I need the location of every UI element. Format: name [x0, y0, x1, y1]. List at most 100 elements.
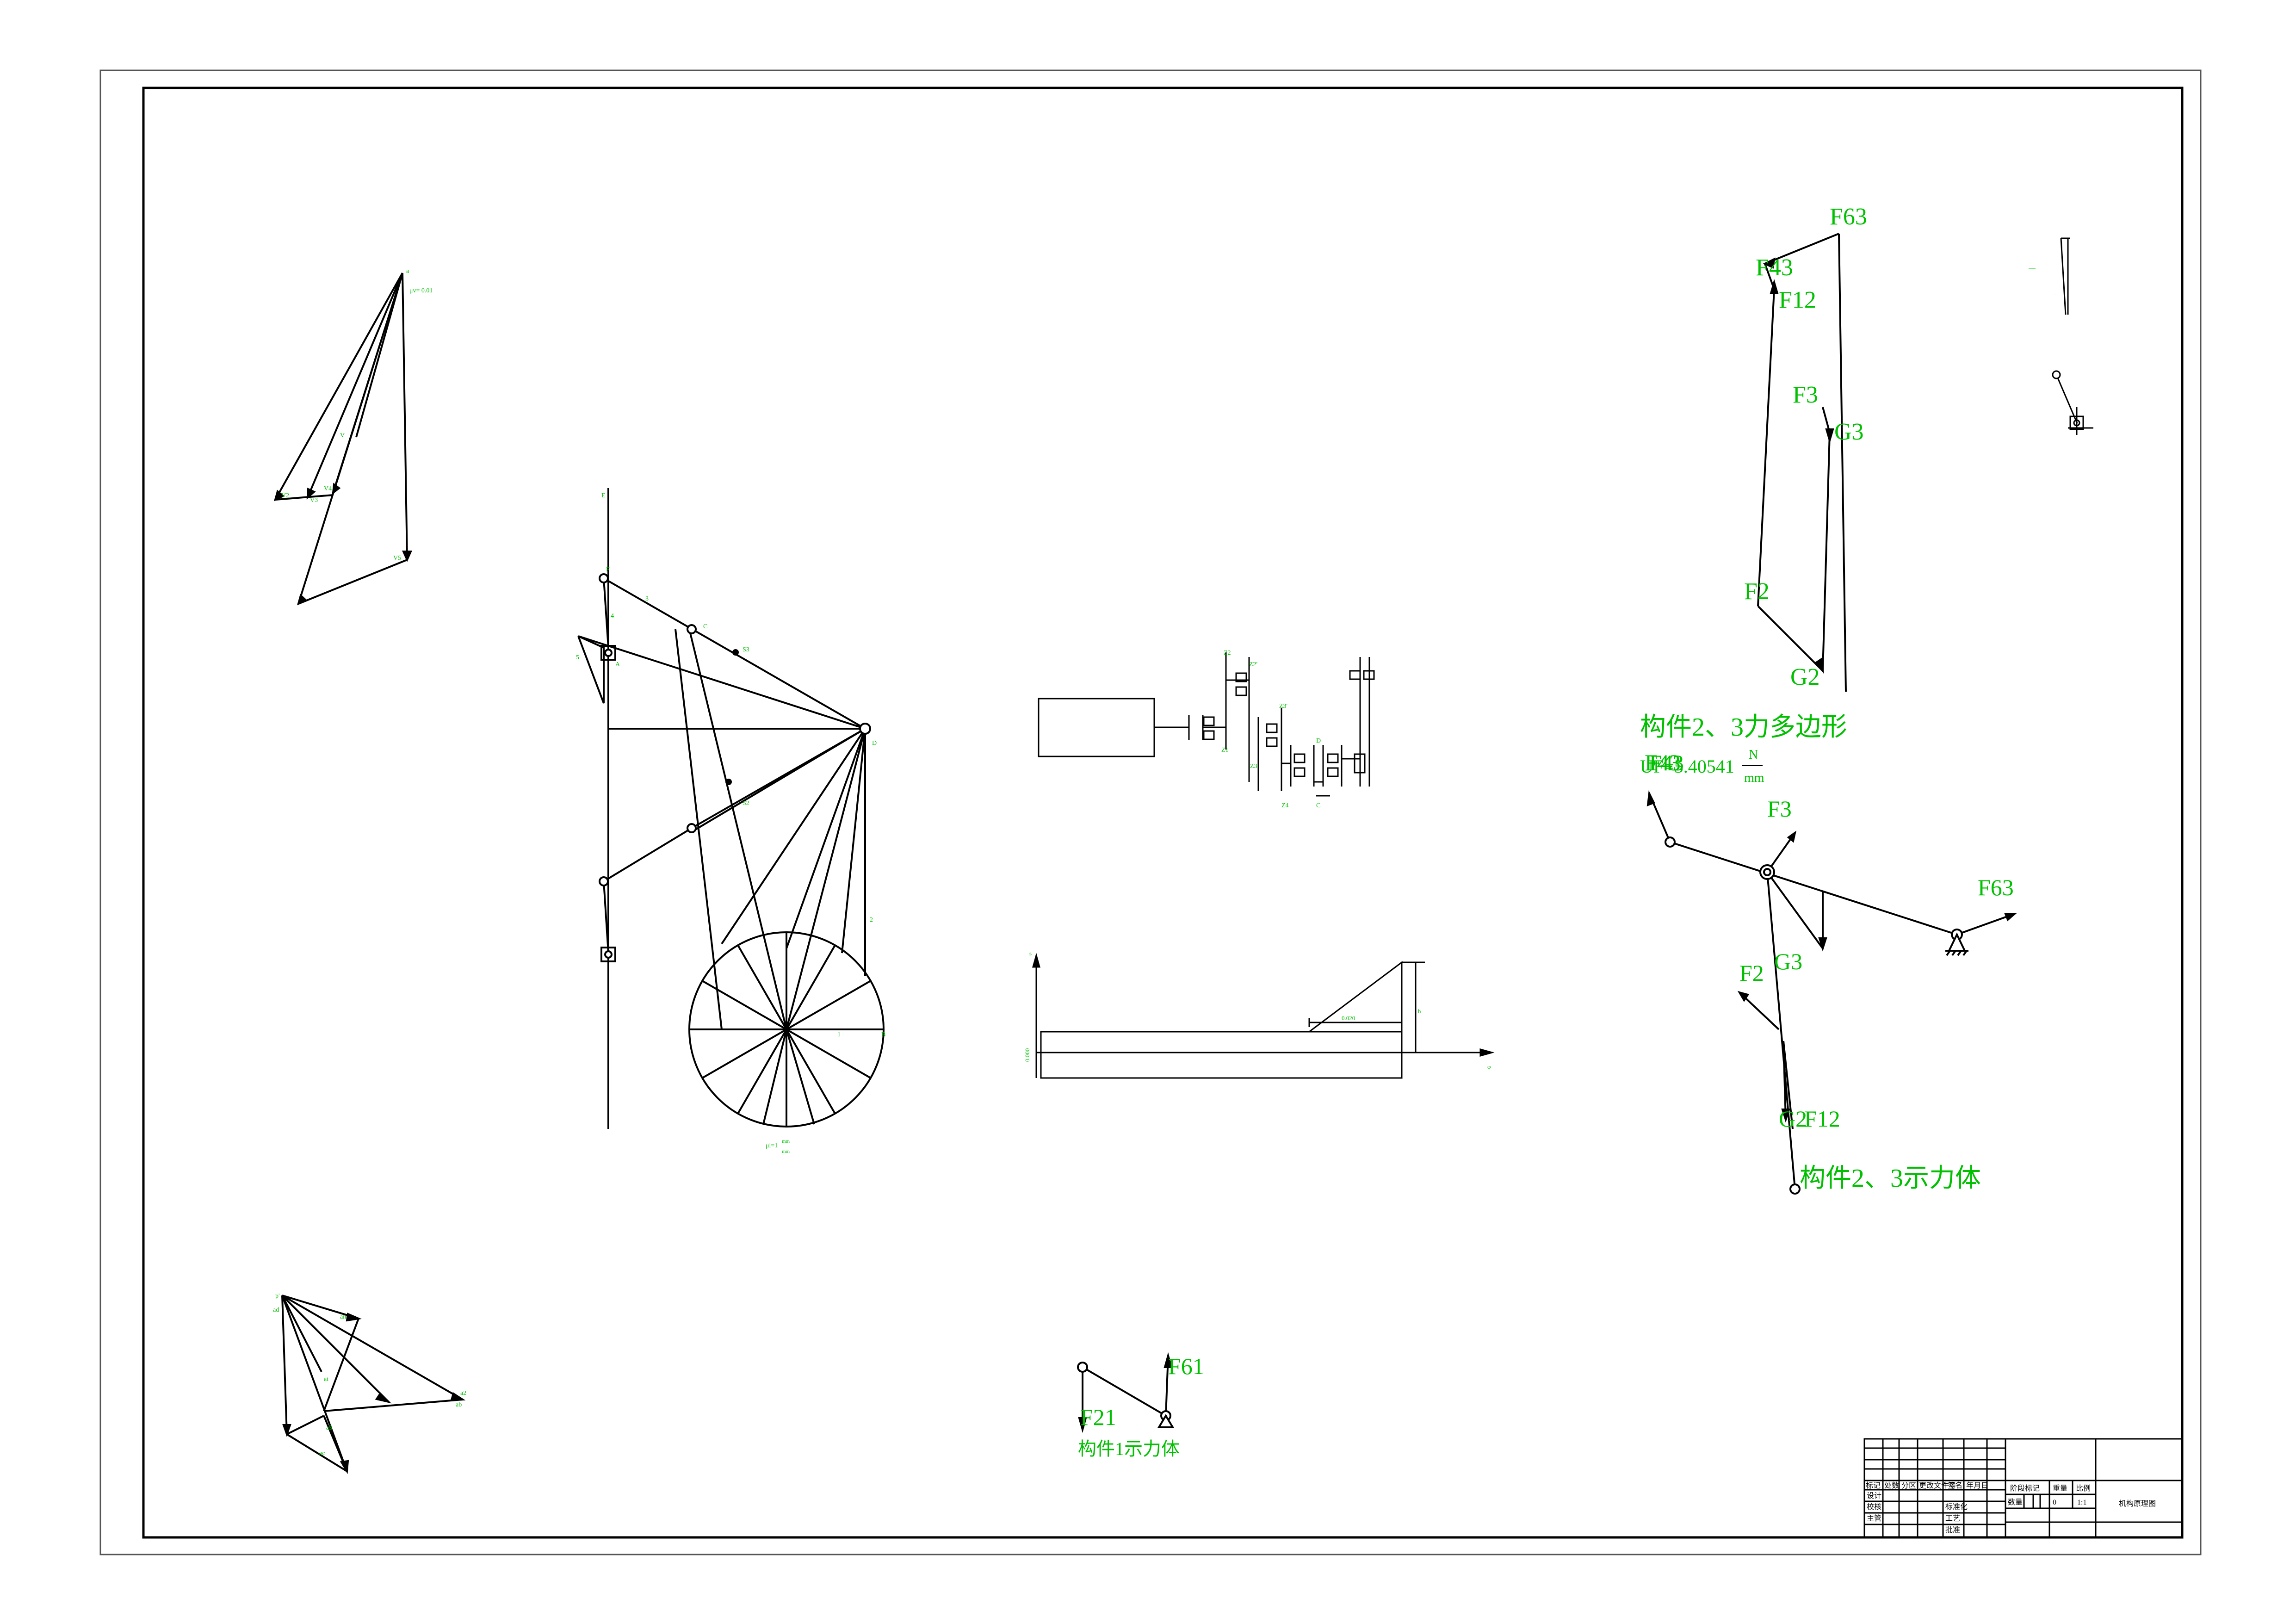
acceleration-labels: p' a2 an at a3 ac ab ad — [273, 1293, 466, 1457]
mech-scale-unit-top: mm — [782, 1139, 790, 1144]
gear-label-z4: Z4 — [1281, 802, 1289, 809]
free-body-23 — [1646, 790, 2018, 1195]
cam-dim-2: h — [1418, 1008, 1421, 1015]
mechanism-labels: E F 4 5 C S3 3 D S2 2 B 1 A μl=1 mm mm — [576, 492, 885, 1154]
acc-label-ab: ab — [456, 1401, 462, 1408]
fb23-label-f43: F43 — [1645, 750, 1681, 775]
acceleration-polygon — [281, 1295, 466, 1474]
detail-label-2: ‒ — [2054, 292, 2057, 297]
vel-label-v4: V4 — [324, 485, 332, 492]
mech-label-e: E — [601, 492, 606, 499]
mech-label-1: 1 — [837, 1031, 841, 1038]
mech-label-s2: S2 — [743, 800, 749, 807]
fb23-label-f12: F12 — [1804, 1106, 1840, 1132]
detail-label-1: ‒‒‒ — [2028, 266, 2036, 271]
force-polygon-labels: F63 F43 F12 F3 G3 F2 G2 构件2、3力多边形 UF=5.4… — [1640, 204, 1867, 785]
free-body-1 — [1077, 1352, 1175, 1433]
tb-stage-label: 阶段标记 — [2010, 1484, 2040, 1493]
inner-border — [142, 87, 2184, 1539]
gear-label-z3: Z3 — [1250, 763, 1257, 770]
acc-label-ac: ac — [319, 1450, 325, 1457]
fp-scale: UF=5.40541 — [1640, 756, 1734, 777]
velocity-labels: a μv= 0.01 V V2 V3 V4 V5 — [281, 268, 433, 562]
gear-train — [1038, 652, 1375, 797]
fp-label-f63: F63 — [1830, 204, 1867, 230]
fp-title: 构件2、3力多边形 — [1640, 713, 1847, 742]
tb-r0c0: 标记 — [1866, 1481, 1881, 1490]
fb1-label-f61: F61 — [1168, 1353, 1204, 1379]
tb-scale-label: 比例 — [2076, 1484, 2091, 1493]
detail-small-labels: ‒‒‒ ‒ — [2028, 266, 2057, 297]
cam-label-phi: φ — [1487, 1063, 1491, 1070]
gear-label-z1: Z1 — [1221, 747, 1229, 754]
fp-scale-mm: mm — [1744, 771, 1764, 785]
gear-label-z3p: Z3' — [1279, 703, 1287, 710]
tb-r0c2: 分区 — [1901, 1481, 1916, 1490]
acc-label-at: at — [324, 1376, 328, 1383]
outer-border — [99, 69, 2202, 1555]
cam-diagram — [1032, 953, 1495, 1079]
vel-label-v: V — [340, 432, 345, 439]
tb-drawing-name: 机构原理图 — [2119, 1499, 2156, 1508]
fp-label-f3: F3 — [1793, 382, 1818, 408]
fb23-label-g3: G3 — [1774, 948, 1802, 974]
mech-label-b: B — [881, 1031, 885, 1038]
fp-label-f43: F43 — [1756, 254, 1793, 281]
mech-label-s3: S3 — [743, 646, 749, 653]
vel-label-v5: V5 — [393, 555, 401, 562]
motor-box — [1038, 698, 1155, 757]
cam-labels: s φ 0.020 h 0.000 — [1024, 950, 1491, 1070]
cam-label-s: s — [1029, 950, 1032, 957]
mech-label-2: 2 — [870, 917, 873, 923]
fb23-label-f63: F63 — [1978, 874, 2014, 900]
fb1-label-f21: F21 — [1080, 1404, 1116, 1430]
mech-scale-unit-bottom: mm — [782, 1149, 790, 1154]
mech-scale: μl=1 — [766, 1142, 778, 1149]
mech-label-3: 3 — [645, 595, 649, 602]
vel-label-v2: V2 — [281, 492, 289, 499]
tb-r1c0: 设计 — [1867, 1492, 1881, 1500]
gear-label-z2: Z2 — [1224, 650, 1231, 657]
vel-label-scale: μv= 0.01 — [409, 287, 433, 294]
velocity-polygon — [273, 273, 413, 606]
detail-small — [2052, 237, 2093, 435]
fb23-label-g2: G2 — [1779, 1106, 1807, 1132]
gear-label-d: D — [1316, 737, 1321, 744]
vel-label-p: a — [406, 268, 409, 275]
mech-label-5: 5 — [576, 654, 579, 661]
tb-r0c5: 年月日 — [1966, 1481, 1988, 1490]
cam-dim-3: 0.000 — [1024, 1048, 1031, 1062]
title-block — [1863, 1438, 2183, 1538]
tb-weight-label: 重量 — [2053, 1484, 2067, 1493]
fb23-title: 构件2、3示力体 — [1800, 1164, 1981, 1193]
fp-label-f12: F12 — [1779, 287, 1816, 313]
tb-quantity-value: 0 — [2053, 1499, 2056, 1506]
tb-quantity-label: 数量 — [2008, 1498, 2023, 1506]
title-block-text: 标记 处数 分区 更改文件号 签名 年月日 设计 标准化 校核 工艺 主管 批准… — [1866, 1481, 2156, 1534]
tb-r2c3: 工艺 — [1945, 1514, 1960, 1523]
fp-label-g3: G3 — [1834, 419, 1864, 445]
tb-r3c3: 批准 — [1945, 1526, 1960, 1534]
tb-r2c0: 校核 — [1867, 1503, 1881, 1511]
tb-scale-value: 1:1 — [2077, 1499, 2086, 1506]
acc-label-a3: a3 — [326, 1425, 332, 1431]
force-polygon — [1757, 233, 1847, 692]
fb1-title: 构件1示力体 — [1078, 1438, 1180, 1459]
mech-label-a: A — [615, 661, 620, 668]
fp-label-f2: F2 — [1744, 578, 1770, 605]
mech-label-f: F — [606, 566, 610, 573]
fp-scale-overlap: F43 — [1649, 751, 1684, 775]
free-body-23-labels: F43 F3 F63 F2 G3 G2 F12 构件2、3示力体 — [1645, 750, 2014, 1193]
tb-r0c1: 处数 — [1884, 1481, 1899, 1490]
acc-label-p: p' — [275, 1293, 280, 1300]
fb23-label-f3: F3 — [1767, 796, 1792, 822]
fb23-label-f2: F2 — [1739, 960, 1764, 986]
acc-label-a2: a2 — [460, 1390, 466, 1397]
acc-label-ad: ad — [273, 1307, 279, 1313]
mech-label-d: D — [872, 740, 877, 747]
cam-dim-1: 0.020 — [1342, 1015, 1355, 1022]
acc-label-an: an — [340, 1313, 346, 1320]
gear-label-z2p: Z2' — [1249, 661, 1257, 668]
free-body-1-labels: F61 F21 构件1示力体 — [1078, 1353, 1204, 1459]
